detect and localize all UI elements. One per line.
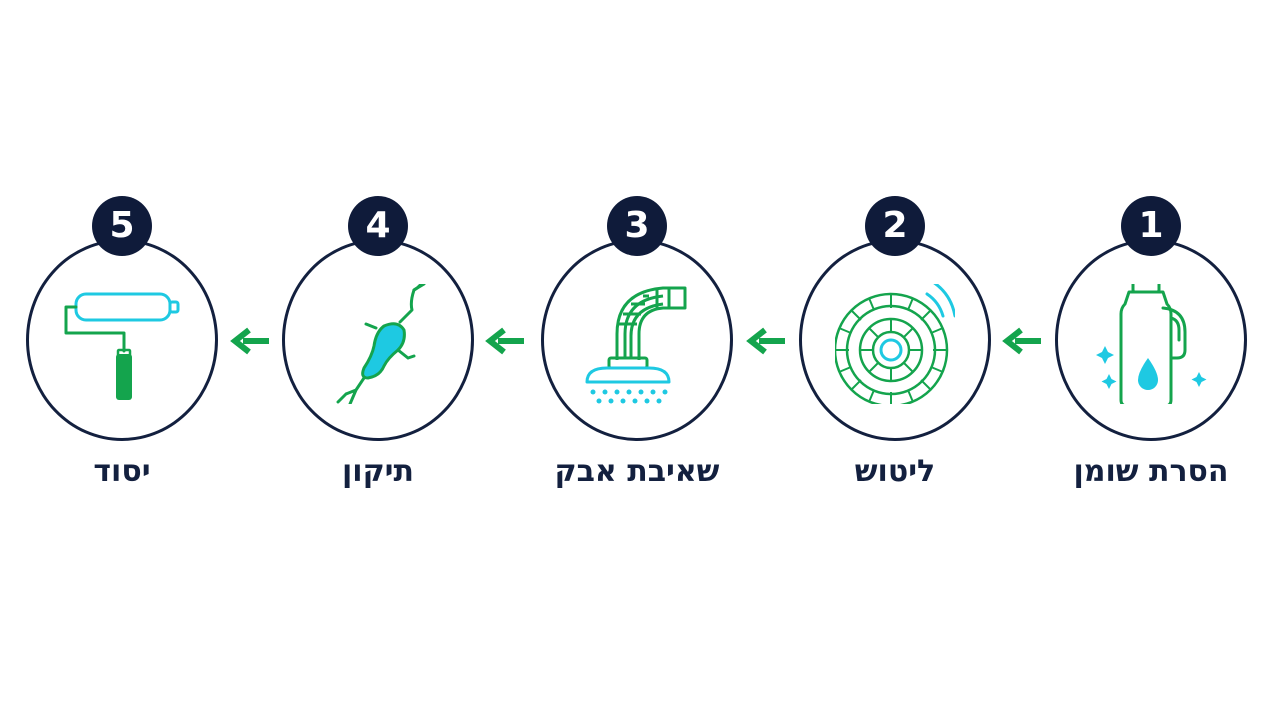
paint-roller-icon [64,292,180,400]
step-4: 4 תיקון [282,196,482,496]
step-1-number-badge: 1 [1121,196,1181,256]
step-1-label: הסרת שומן [1073,454,1229,489]
step-2: 2 ליטוש [799,196,999,496]
arrow-left-icon [485,327,524,355]
step-3: 3 שאיבת אבק [541,196,741,496]
step-5-number-badge: 5 [92,196,152,256]
crack-repair-icon [336,284,426,404]
step-1: 1 הסרת שומן [1055,196,1255,496]
step-5-label: יסוד [93,454,151,489]
step-4-label: תיקון [341,454,414,489]
step-5: 5 יסוד [26,196,226,496]
arrow-left-icon [746,327,785,355]
arrow-left-icon [1002,327,1041,355]
grinding-disc-icon [835,284,955,404]
cleaner-bottle-icon [1096,284,1207,404]
arrow-left-icon [230,327,269,355]
step-3-label: שאיבת אבק [554,454,720,489]
step-2-label: ליטוש [854,454,936,489]
step-2-number-badge: 2 [865,196,925,256]
step-3-circle [541,239,733,441]
vacuum-hose-icon [585,286,687,404]
step-3-number-badge: 3 [607,196,667,256]
step-4-number-badge: 4 [348,196,408,256]
step-5-circle [26,239,218,441]
